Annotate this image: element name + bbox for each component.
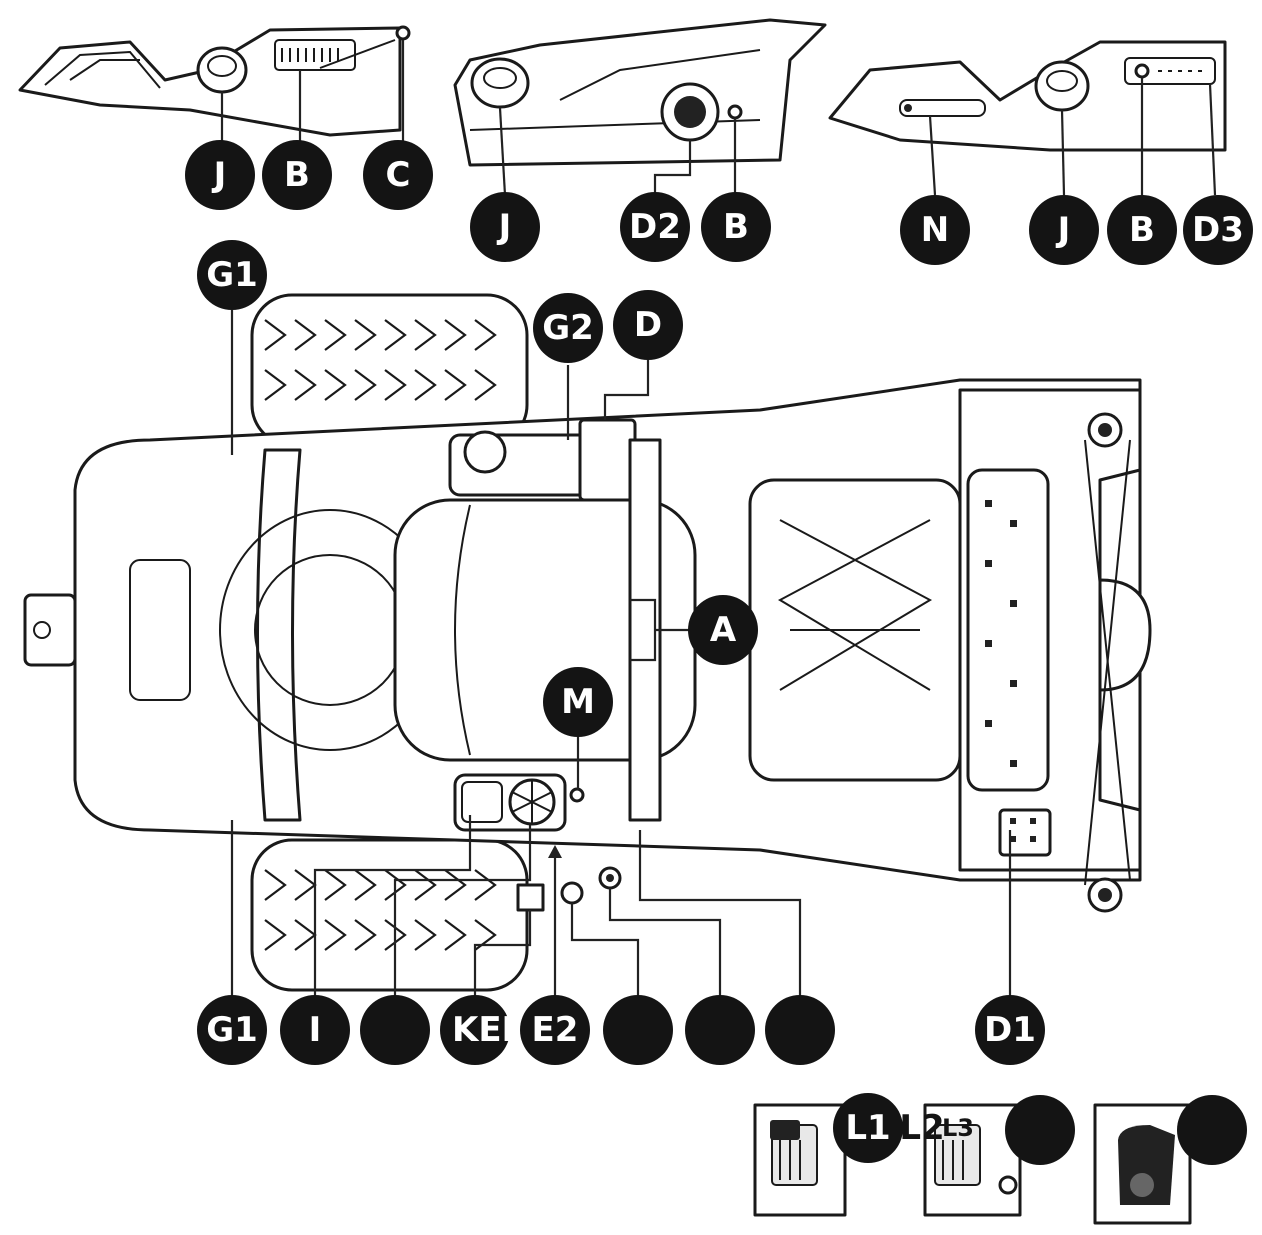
- callout-b-inset1: B: [262, 140, 332, 210]
- callout-g1-top-label: G1: [206, 255, 258, 295]
- callout-g2: G2: [533, 293, 603, 363]
- callout-j-inset2-label: J: [497, 207, 512, 247]
- inset-fuel-tank-view: [453, 18, 827, 196]
- inset-side-view-left: [18, 25, 411, 150]
- callout-blank-6: [1177, 1095, 1247, 1165]
- deck-bolts: [985, 500, 1017, 767]
- inset-control-l3: [1093, 1103, 1192, 1225]
- callout-g2-label: G2: [542, 308, 594, 348]
- callout-d3-inset3: D3: [1183, 195, 1253, 265]
- callout-blank-5: [1005, 1095, 1075, 1165]
- callout-l2-label: L2: [899, 1108, 944, 1148]
- callout-b-inset2-label: B: [723, 207, 749, 247]
- callout-b-inset1-label: B: [284, 155, 310, 195]
- callout-blank-3: [685, 995, 755, 1065]
- callout-i-label: I: [309, 1010, 322, 1050]
- tire-tread-top: [264, 319, 497, 401]
- callout-c-inset1-label: C: [386, 155, 411, 195]
- callout-d-label: D: [634, 305, 662, 345]
- callout-n-inset3: N: [900, 195, 970, 265]
- callout-c-inset1: C: [363, 140, 433, 210]
- callout-g1-top: G1: [197, 240, 267, 310]
- tire-tread-bottom: [264, 869, 497, 951]
- inset-side-view-right: [828, 40, 1227, 196]
- callout-blank-4: [765, 995, 835, 1065]
- callout-j-inset2: J: [470, 192, 540, 262]
- callout-b-inset3: B: [1107, 195, 1177, 265]
- callout-b-inset3-label: B: [1129, 210, 1155, 250]
- callout-l3-label: L3: [942, 1114, 974, 1142]
- callout-d1-label: D1: [984, 1010, 1036, 1050]
- callout-j-inset1-label: J: [212, 155, 227, 195]
- callout-d2-inset2: D2: [620, 192, 690, 262]
- callout-g1-bottom: G1: [197, 995, 267, 1065]
- callout-m-label: M: [561, 682, 595, 722]
- callout-j-inset3-label: J: [1056, 210, 1071, 250]
- callout-j-inset3: J: [1029, 195, 1099, 265]
- callout-i: I: [280, 995, 350, 1065]
- callout-g1-bottom-label: G1: [206, 1010, 258, 1050]
- callout-a: A: [688, 595, 758, 665]
- callout-blank-2: [603, 995, 673, 1065]
- callout-blank-1: [360, 995, 430, 1065]
- callout-e2-label: E2: [532, 1010, 579, 1050]
- callout-a-label: A: [710, 610, 737, 650]
- callout-b-inset2: B: [701, 192, 771, 262]
- callout-n-inset3-label: N: [921, 210, 949, 250]
- callout-d3-inset3-label: D3: [1192, 210, 1244, 250]
- callout-l1: L1: [833, 1093, 903, 1163]
- callout-e2: E2: [520, 995, 590, 1065]
- callout-d1: D1: [975, 995, 1045, 1065]
- callouts: J B C J D2 B N J B D3 G1 G2 D A M G1 I K…: [185, 140, 1253, 1165]
- callout-m: M: [543, 667, 613, 737]
- callout-d2-inset2-label: D2: [629, 207, 681, 247]
- mower-top-view: [23, 293, 1152, 1000]
- callout-d: D: [613, 290, 683, 360]
- callout-l1-label: L1: [845, 1108, 890, 1148]
- inset-control-l1: [753, 1103, 847, 1217]
- inset-control-l2: [923, 1103, 1022, 1217]
- callout-j-inset1: J: [185, 140, 255, 210]
